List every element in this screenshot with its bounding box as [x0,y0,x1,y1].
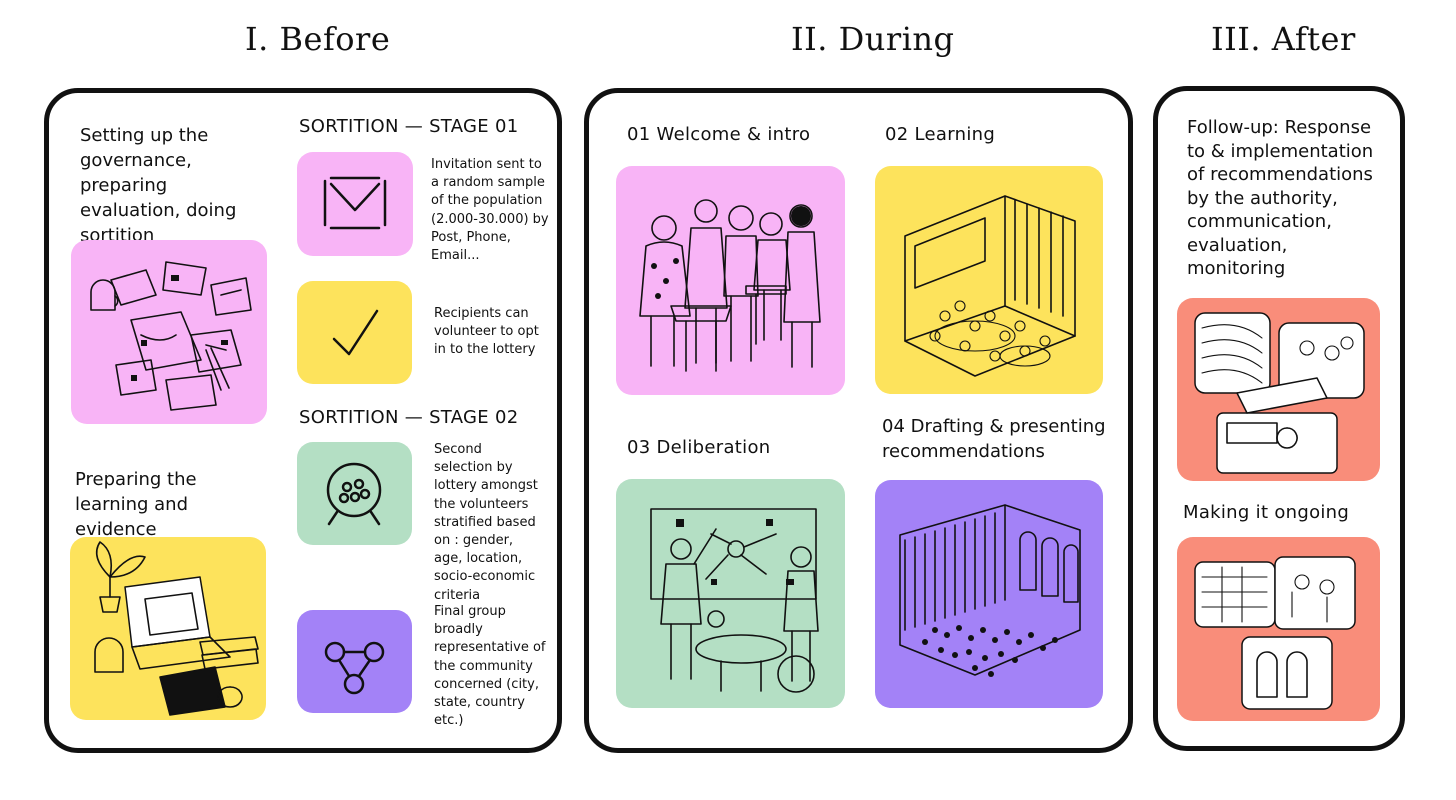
phase-title-during: II. During [791,20,955,58]
checkmark-icon [297,281,412,384]
stage2-step1-text: Second selection by lottery amongst the … [434,442,538,603]
deliberation-illustration [616,479,845,708]
welcome-illustration [616,166,845,395]
learning-room-illustration [875,166,1103,394]
followup-text: Follow-up: Response to & implementation … [1187,117,1374,279]
phase-title-before: I. Before [245,20,391,58]
learning-text: Preparing the learning and evidence [75,469,197,540]
phase-title-after: III. After [1211,20,1356,58]
during-step1-label: 01 Welcome & intro [627,124,811,145]
during-step3-label: 03 Deliberation [627,437,771,458]
ongoing-text: Making it ongoing [1183,502,1350,523]
during-step4-label: 04 Drafting & presenting recommendations [882,416,1106,462]
stage2-step2-text: Final group broadly representative of th… [434,604,546,729]
envelope-icon [297,152,413,256]
presenting-illustration [875,480,1103,708]
during-step2-label: 02 Learning [885,124,996,145]
lottery-drum-icon [297,442,412,545]
network-nodes-icon [297,610,412,713]
governance-illustration [71,240,267,424]
ongoing-illustration [1177,537,1380,721]
followup-illustration [1177,298,1380,481]
learning-illustration [70,537,266,720]
stage1-step2-text: Recipients can volunteer to opt in to th… [434,306,539,358]
stage2-title: SORTITION — STAGE 02 [299,407,519,428]
stage1-title: SORTITION — STAGE 01 [299,116,519,137]
governance-text: Setting up the governance, preparing eva… [80,125,237,246]
stage1-step1-text: Invitation sent to a random sample of th… [431,157,549,264]
